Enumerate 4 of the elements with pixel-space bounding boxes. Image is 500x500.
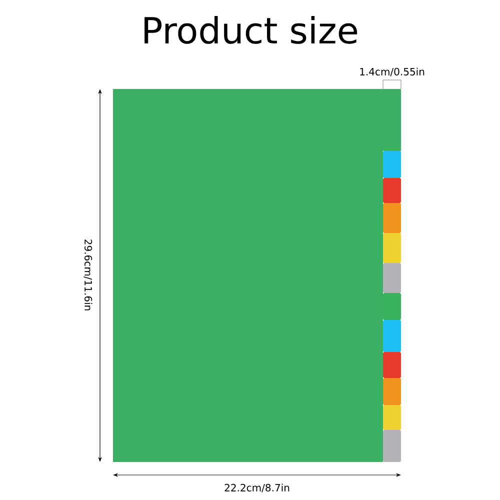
title: Product size: [144, 16, 358, 44]
dimension-label: 22.2cm/8.7in: [224, 484, 290, 492]
dimension-label: 1.4cm/0.55in: [360, 68, 424, 76]
dimension-label: 29.6cm/11.6in: [84, 240, 92, 310]
